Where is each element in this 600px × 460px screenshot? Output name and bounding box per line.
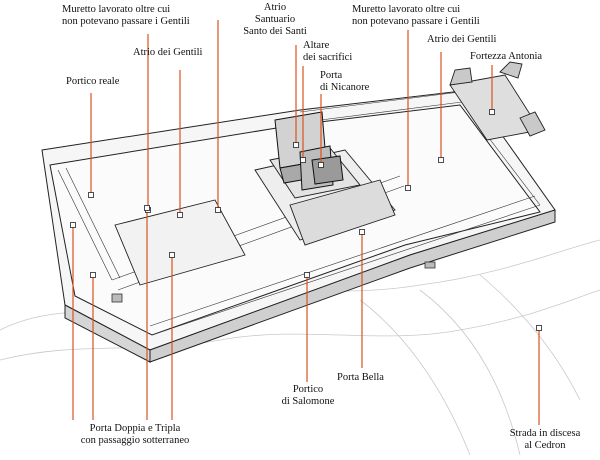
- sanctuary: [274, 111, 344, 191]
- label-porta-nicanore: Porta di Nicanore: [320, 70, 370, 93]
- label-porta-doppia-tripla: Porta Doppia e Tripla con passaggio sott…: [80, 423, 190, 446]
- label-fortezza-antonia: Fortezza Antonia: [470, 51, 543, 62]
- label-atrio-gentili-right: Atrio dei Gentili: [427, 34, 497, 45]
- label-altare: Altare dei sacrifici: [303, 40, 353, 63]
- label-atrio-santuario: Atrio Santuario Santo dei Santi: [243, 2, 307, 37]
- leader-lines: [72, 20, 540, 425]
- gate-notches: [111, 261, 436, 303]
- label-portico-reale: Portico reale: [66, 76, 120, 87]
- leader-dots: [70, 109, 542, 331]
- label-strada-cedron: Strada in discesa al Cedron: [509, 428, 581, 451]
- label-muretto-left: Muretto lavorato oltre cui non potevano …: [62, 4, 190, 27]
- label-portico-salomone: Portico di Salomone: [281, 384, 335, 407]
- label-porta-bella: Porta Bella: [337, 372, 384, 383]
- label-atrio-gentili-left: Atrio dei Gentili: [133, 47, 203, 58]
- fortezza-antonia-building: [449, 61, 546, 141]
- label-muretto-right: Muretto lavorato oltre cui non potevano …: [352, 4, 480, 27]
